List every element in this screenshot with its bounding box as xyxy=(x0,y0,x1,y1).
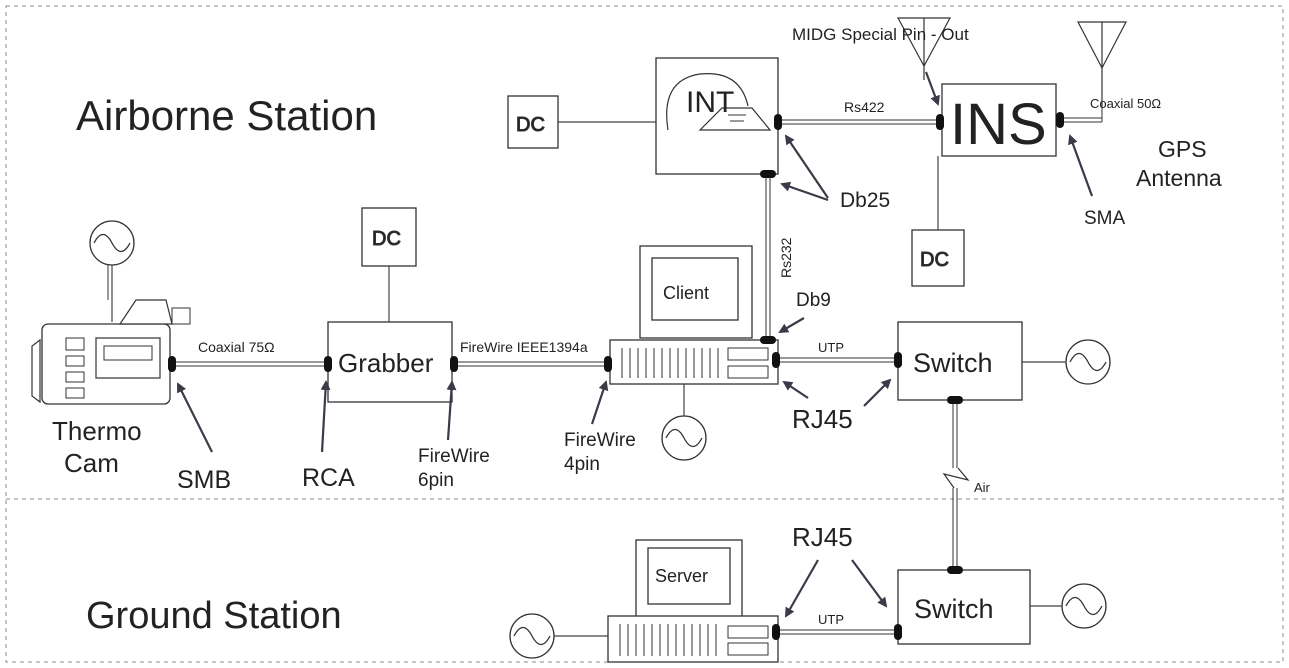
db25-label: Db25 xyxy=(840,189,890,212)
server-label: Server xyxy=(655,566,708,586)
dc-box-int: DC xyxy=(507,95,656,149)
thermo-cam-icon xyxy=(31,265,191,405)
svg-text:DC: DC xyxy=(516,114,545,136)
firewire6-arrow xyxy=(446,380,457,441)
firewire4-arrow xyxy=(590,380,609,425)
ins-label: INS xyxy=(950,92,1047,157)
smb-arrow xyxy=(177,382,213,453)
grabber-label: Grabber xyxy=(338,348,434,378)
cable-coax75 xyxy=(172,361,328,367)
ac-power-icon-client xyxy=(661,384,707,461)
thermo-cam-label-2: Cam xyxy=(64,448,119,478)
switch-air-device: Switch xyxy=(897,321,1023,401)
cable-firewire xyxy=(456,361,610,367)
server-computer: Server xyxy=(607,539,779,663)
int-label: INT xyxy=(686,86,734,119)
firewire-link-label: FireWire IEEE1394a xyxy=(460,339,588,355)
rj45-air-label: RJ45 xyxy=(792,404,853,434)
ground-station-title: Ground Station xyxy=(86,595,342,637)
rs422-label: Rs422 xyxy=(844,99,885,115)
svg-text:Switch: Switch xyxy=(913,348,993,378)
firewire6-label-2: 6pin xyxy=(418,470,454,491)
midg-label: MIDG Special Pin - Out xyxy=(792,25,969,44)
rj45-air-arrow-left xyxy=(782,380,809,399)
cable-rs232 xyxy=(765,176,771,340)
rca-arrow xyxy=(320,380,331,453)
ac-power-icon-server xyxy=(509,613,608,659)
dc-box-ins: DC xyxy=(911,156,965,287)
airborne-station-title: Airborne Station xyxy=(76,92,377,139)
grabber-device: Grabber xyxy=(327,321,453,403)
switch-ground-device: Switch xyxy=(897,569,1031,645)
coax50-label: Coaxial 50Ω xyxy=(1090,96,1161,111)
gps-antenna-label: GPS xyxy=(1158,136,1207,162)
db25-arrow-int xyxy=(784,134,829,199)
gps-antenna-icon xyxy=(896,17,1127,108)
coax75-label: Coaxial 75Ω xyxy=(198,339,275,355)
thermo-cam-label: Thermo xyxy=(52,416,142,446)
db9-arrow xyxy=(778,317,805,334)
ac-power-icon-cam xyxy=(89,220,135,322)
gps-antenna-label-2: Antenna xyxy=(1136,165,1222,191)
client-label: Client xyxy=(663,283,709,303)
cable-rs422 xyxy=(782,119,938,125)
firewire4-label: FireWire xyxy=(564,430,636,451)
rj45-ground-arrow-right xyxy=(851,559,888,608)
cable-coax50 xyxy=(1060,108,1103,123)
rj45-air-arrow-right xyxy=(863,378,892,407)
connector-dots xyxy=(168,112,1064,640)
dc-box-grabber: DC xyxy=(361,207,417,322)
midg-arrow xyxy=(924,71,940,106)
rca-label: RCA xyxy=(302,464,355,492)
smb-label: SMB xyxy=(177,466,231,494)
ac-power-icon-switch-air xyxy=(1022,339,1111,385)
ac-power-icon-switch-ground xyxy=(1030,583,1107,629)
svg-text:DC: DC xyxy=(372,228,401,250)
rs232-label: Rs232 xyxy=(778,237,794,278)
firewire6-label: FireWire xyxy=(418,446,490,467)
client-computer: Client xyxy=(609,245,779,385)
int-device: INT xyxy=(655,57,779,175)
cable-air-link xyxy=(942,400,970,570)
rj45-ground-label: RJ45 xyxy=(792,522,853,552)
svg-text:DC: DC xyxy=(920,249,949,271)
db25-arrow-rs232 xyxy=(780,181,829,202)
cable-utp-ground xyxy=(778,629,898,635)
air-label: Air xyxy=(974,480,991,495)
svg-text:Switch: Switch xyxy=(914,594,994,624)
cable-utp-air xyxy=(778,357,898,363)
firewire4-label-2: 4pin xyxy=(564,454,600,475)
db9-label: Db9 xyxy=(796,290,831,311)
utp-ground-label: UTP xyxy=(818,612,844,627)
ins-device: INS xyxy=(941,83,1057,157)
rj45-ground-arrow-left xyxy=(785,559,819,618)
utp-air-label: UTP xyxy=(818,340,844,355)
sma-arrow xyxy=(1068,134,1094,197)
sma-label: SMA xyxy=(1084,208,1126,229)
